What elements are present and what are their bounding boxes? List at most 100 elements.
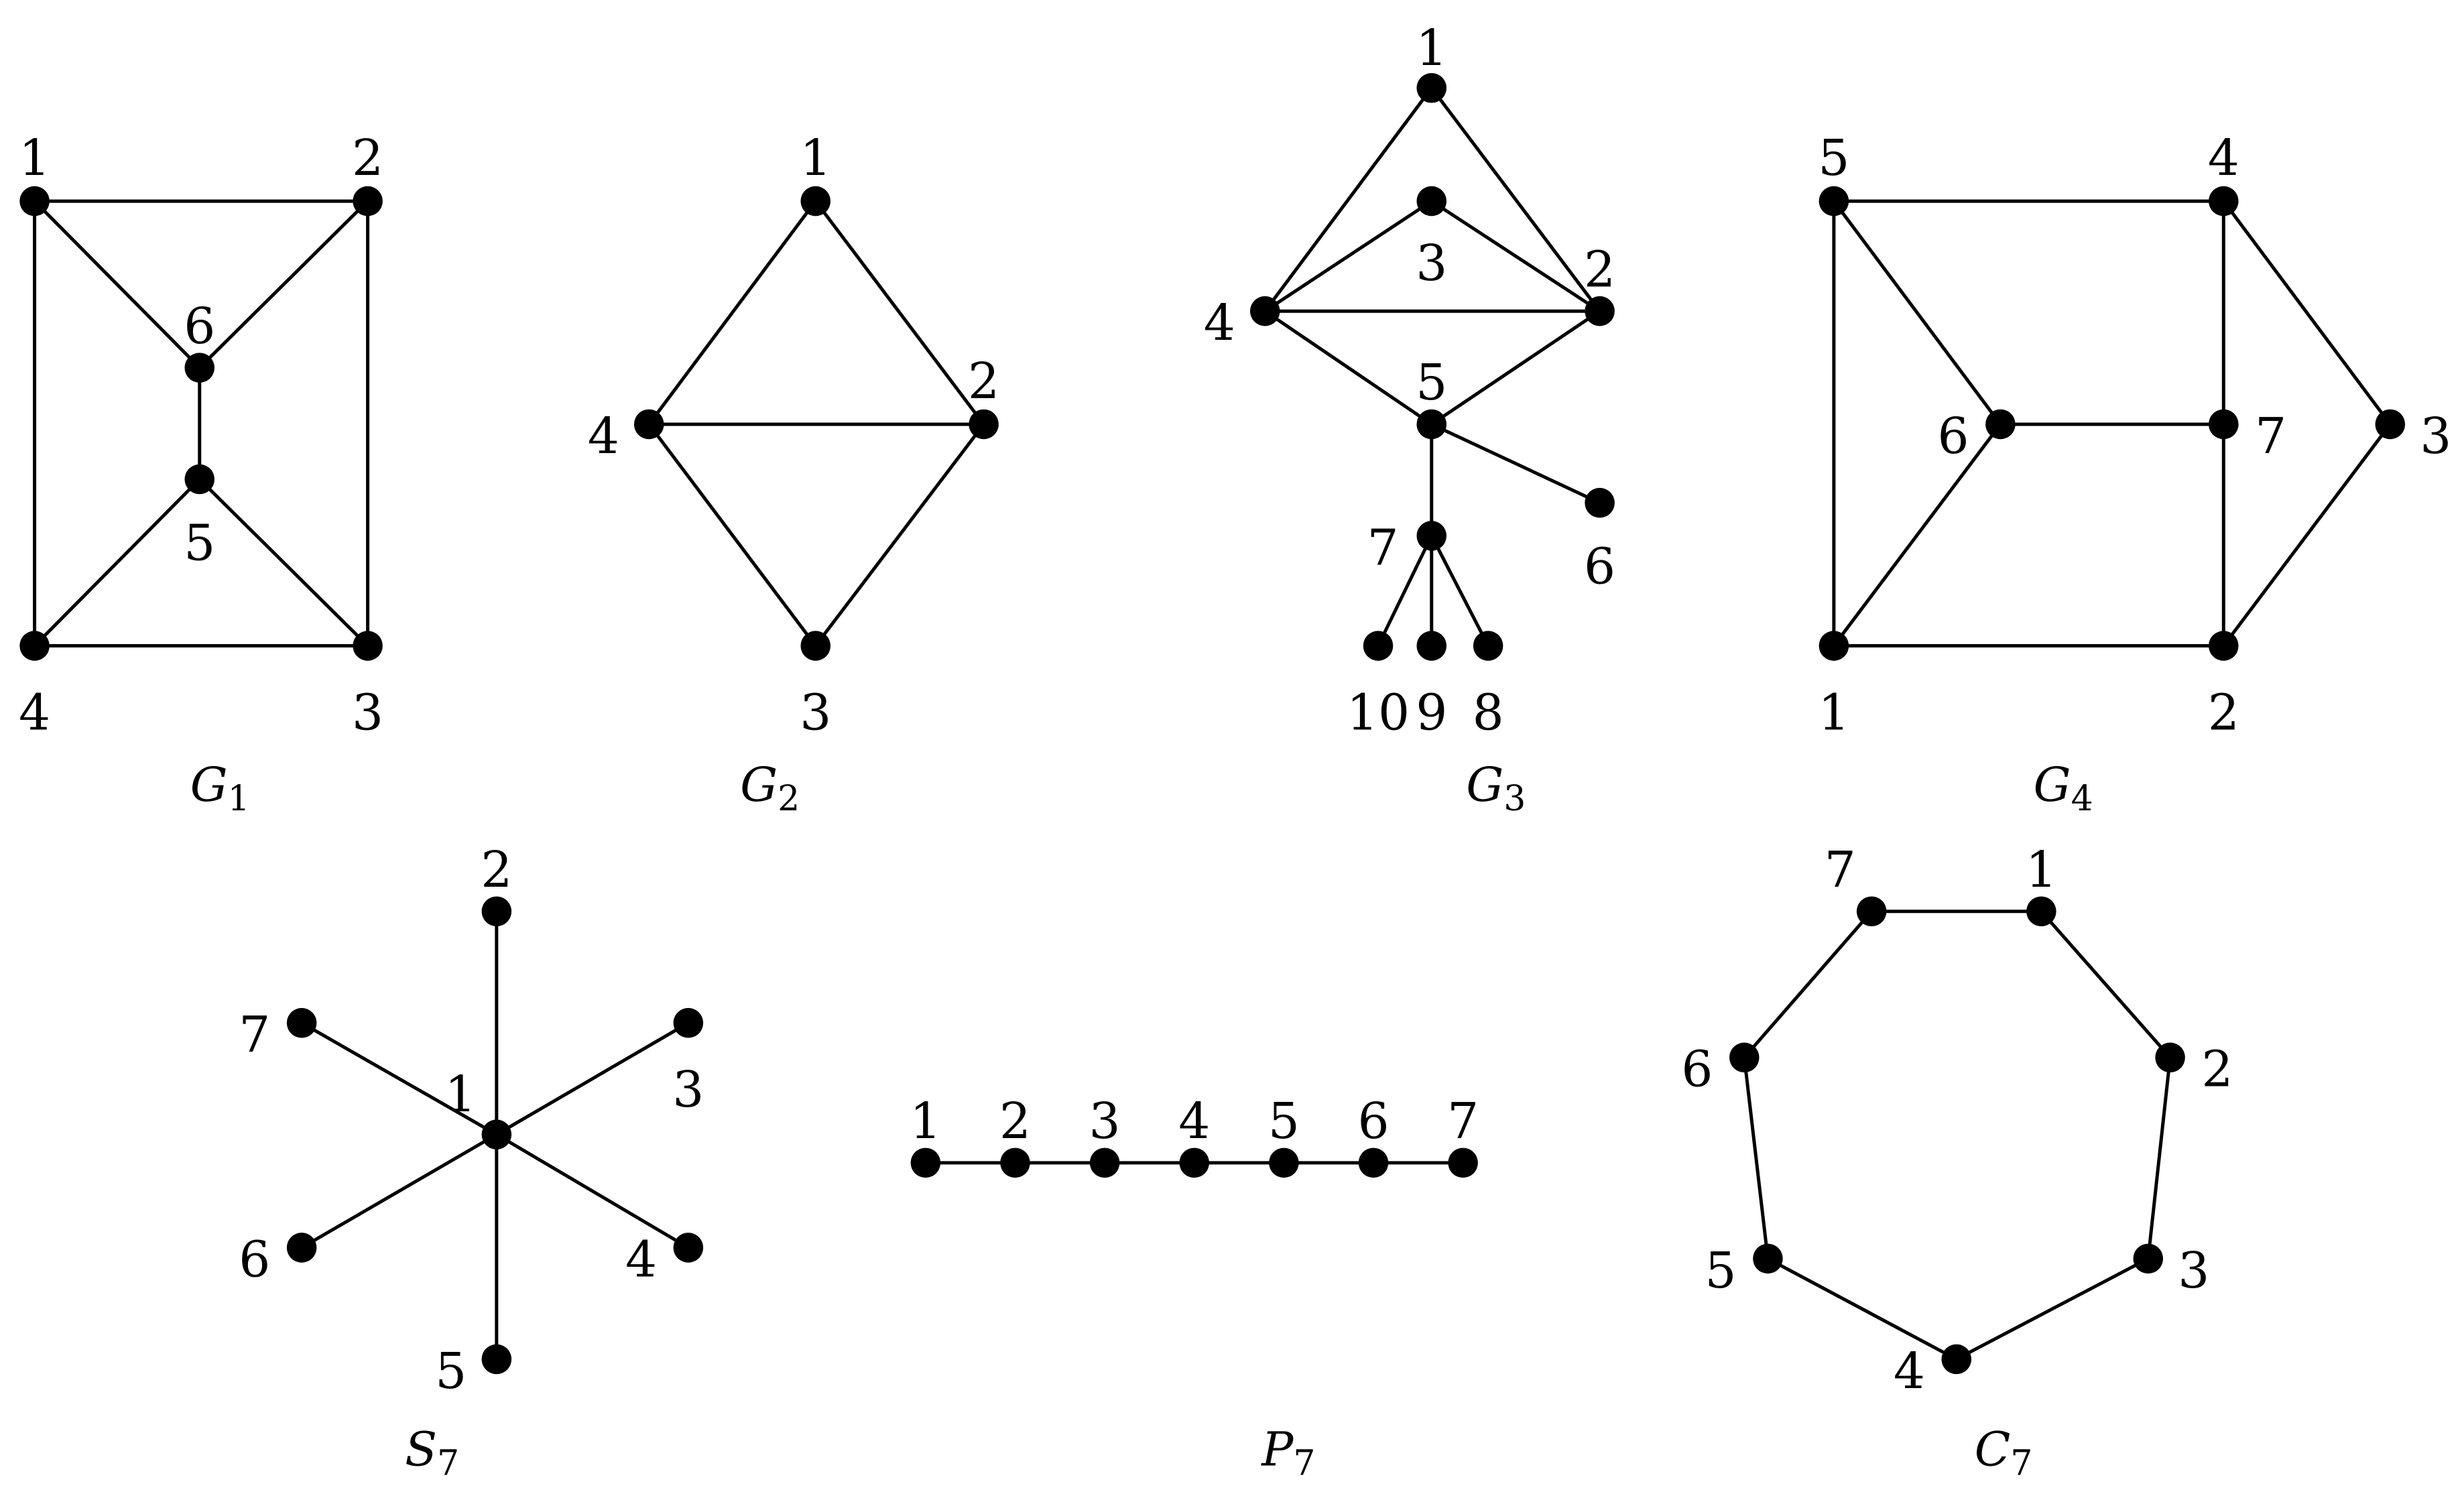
edge-g3-3-2: [1430, 199, 1601, 313]
vertex-p7-5: [1269, 1147, 1299, 1178]
vertex-g3-4: [1249, 296, 1280, 326]
vertex-g1-4: [19, 631, 50, 661]
vertex-label-g3-4: 4: [1204, 294, 1235, 352]
vertex-g3-9: [1416, 631, 1447, 661]
vertex-label-s7-3: 3: [672, 1061, 704, 1119]
caption-letter: P: [1260, 1422, 1294, 1477]
caption-s7: S7: [405, 1422, 459, 1484]
vertex-g4-1: [1819, 631, 1849, 661]
vertex-label-g4-1: 1: [1818, 684, 1849, 741]
edge-g3-1-2: [1430, 86, 1601, 312]
edge-g3-1-4: [1264, 86, 1433, 312]
caption-g4: G4: [2034, 757, 2093, 819]
vertex-p7-1: [910, 1147, 941, 1178]
vertex-label-p7-4: 4: [1178, 1093, 1210, 1150]
vertex-label-c7-3: 3: [2178, 1242, 2209, 1300]
vertex-label-g4-2: 2: [2208, 684, 2239, 741]
vertex-label-g4-5: 5: [1818, 129, 1849, 187]
vertex-g4-4: [2209, 186, 2239, 216]
edge-c7-6-7: [1743, 910, 1873, 1059]
vertex-label-s7-1: 1: [444, 1066, 476, 1123]
caption-letter: G: [190, 757, 228, 812]
caption-g1: G1: [190, 757, 250, 819]
edge-s7-1-3: [495, 1021, 690, 1136]
vertex-s7-6: [286, 1233, 317, 1263]
vertex-p7-6: [1358, 1147, 1389, 1178]
vertex-label-c7-5: 5: [1705, 1242, 1737, 1300]
caption-subscript: 7: [437, 1443, 459, 1483]
edge-g4-6-1: [1832, 423, 2002, 647]
vertex-g1-1: [19, 186, 50, 216]
vertex-g3-1: [1416, 73, 1447, 103]
vertex-s7-4: [673, 1233, 704, 1263]
vertex-g2-1: [800, 186, 831, 216]
vertex-label-g3-5: 5: [1416, 354, 1447, 412]
vertex-label-g4-7: 7: [2255, 408, 2286, 465]
vertex-label-g3-6: 6: [1584, 538, 1615, 595]
edge-g4-4-3: [2222, 200, 2392, 426]
vertex-g1-5: [184, 464, 215, 495]
vertex-label-g4-3: 3: [2420, 408, 2451, 465]
vertex-label-c7-7: 7: [1825, 841, 1856, 899]
vertex-label-s7-5: 5: [435, 1343, 467, 1400]
edge-c7-4-5: [1767, 1257, 1957, 1361]
edge-g1-5-3: [198, 478, 369, 647]
caption-subscript: 7: [1293, 1443, 1315, 1483]
vertex-g4-6: [1985, 409, 2016, 440]
vertex-c7-4: [1941, 1344, 1972, 1375]
vertex-g1-3: [353, 631, 383, 661]
vertex-c7-3: [2133, 1243, 2164, 1274]
edge-s7-1-6: [300, 1133, 498, 1249]
vertex-g1-2: [353, 186, 383, 216]
vertex-c7-7: [1856, 896, 1887, 927]
vertex-g1-6: [184, 353, 215, 383]
edge-g3-2-5: [1430, 310, 1601, 426]
vertex-label-g3-1: 1: [1416, 19, 1447, 77]
vertex-label-p7-2: 2: [999, 1093, 1031, 1150]
vertex-label-g1-3: 3: [352, 684, 383, 741]
edge-g2-1-2: [814, 200, 985, 426]
edge-c7-2-3: [2146, 1057, 2172, 1259]
vertex-label-g3-2: 2: [1584, 241, 1615, 298]
vertex-label-g1-4: 4: [19, 684, 50, 741]
caption-c7: C7: [1975, 1422, 2033, 1484]
vertex-label-g3-10: 10: [1347, 684, 1410, 741]
vertex-s7-1: [481, 1119, 512, 1149]
vertex-g4-3: [2375, 409, 2406, 440]
edge-g1-2-6: [198, 200, 369, 369]
edge-g2-4-3: [648, 423, 817, 647]
vertex-p7-2: [1000, 1147, 1030, 1178]
vertex-label-g2-2: 2: [968, 353, 999, 410]
caption-subscript: 4: [2071, 778, 2093, 818]
caption-subscript: 1: [228, 778, 250, 818]
vertex-label-g3-3: 3: [1416, 235, 1447, 292]
vertex-g2-4: [633, 409, 664, 440]
vertex-label-p7-5: 5: [1268, 1093, 1300, 1150]
vertex-g3-8: [1473, 631, 1503, 661]
edge-g3-4-5: [1264, 310, 1433, 426]
vertex-label-c7-2: 2: [2201, 1041, 2233, 1099]
vertex-label-s7-7: 7: [239, 1006, 270, 1064]
vertex-g3-3: [1416, 186, 1447, 216]
caption-g3: G3: [1466, 757, 1526, 819]
caption-letter: G: [1466, 757, 1503, 812]
vertex-g2-2: [969, 409, 999, 440]
vertex-p7-4: [1179, 1147, 1210, 1178]
vertex-s7-7: [286, 1007, 317, 1038]
caption-letter: G: [740, 757, 778, 812]
vertex-label-p7-3: 3: [1089, 1093, 1121, 1150]
edge-g4-3-2: [2222, 423, 2392, 647]
edge-g2-2-3: [814, 423, 985, 647]
vertex-s7-5: [481, 1344, 512, 1375]
caption-g2: G2: [740, 757, 800, 819]
caption-subscript: 2: [778, 778, 800, 818]
vertex-label-g1-5: 5: [184, 514, 215, 572]
vertex-label-c7-6: 6: [1681, 1041, 1713, 1099]
edge-g3-7-8: [1430, 535, 1490, 647]
edge-g3-5-6: [1430, 422, 1601, 505]
vertex-label-p7-7: 7: [1447, 1093, 1479, 1150]
